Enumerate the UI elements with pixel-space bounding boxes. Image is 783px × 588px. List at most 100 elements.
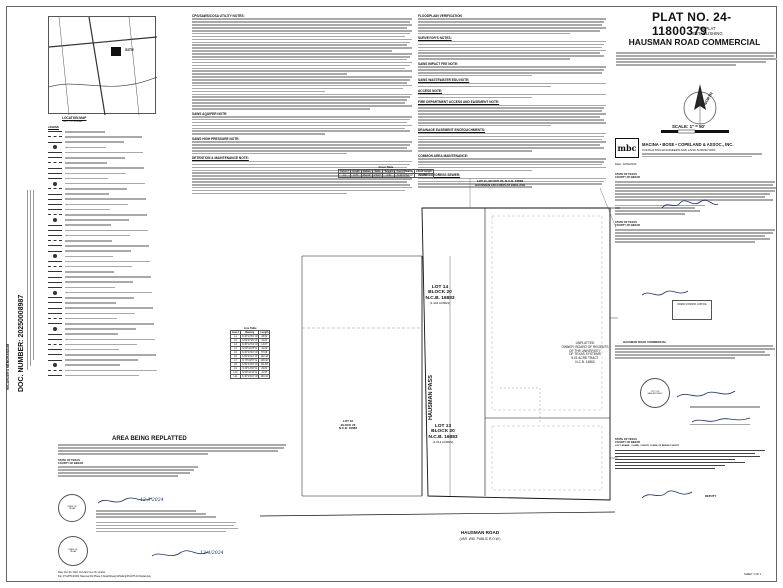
legend-item	[48, 285, 160, 290]
legend-text-line	[65, 182, 145, 185]
legend-symbol-icon	[48, 354, 62, 356]
fine-print-line	[192, 61, 412, 64]
notes-column-center: CPS/SAWS/COSA UTILITY NOTES: SAWS AQUIFE…	[192, 12, 414, 196]
fine-print-line	[418, 135, 605, 138]
legend-rows	[48, 129, 160, 378]
title-block-description	[616, 52, 778, 67]
engineer-signature	[151, 550, 209, 557]
legend-symbol-icon	[48, 188, 62, 190]
legend-symbol-icon	[53, 217, 57, 222]
legend-symbol-icon	[48, 312, 62, 314]
recorder-memo-text	[27, 190, 39, 390]
fine-print-line	[192, 118, 410, 121]
legend-item	[48, 243, 160, 248]
legend-text-line	[65, 172, 126, 175]
plat-drawing	[259, 178, 620, 517]
fine-print-line	[418, 93, 607, 96]
legend-symbol-icon	[48, 224, 62, 226]
legend-item	[48, 347, 160, 352]
fine-print-line	[192, 87, 403, 90]
legend-text-line	[65, 250, 131, 252]
legend-item	[48, 233, 160, 238]
fine-print-line	[192, 163, 410, 166]
fine-print-line	[192, 76, 412, 78]
legend-symbol-icon	[48, 333, 62, 335]
fire-notes-text	[418, 104, 608, 127]
legend-symbol-icon	[48, 271, 62, 273]
legend-text-line	[65, 146, 106, 149]
legend-text-line	[65, 214, 147, 216]
surveyor-notes-text	[418, 40, 608, 60]
legend-item	[48, 326, 160, 331]
impact-fee-notes-text	[418, 66, 608, 77]
legend-symbol-icon	[48, 245, 62, 247]
legend-item	[48, 171, 160, 176]
legend-symbol-icon	[48, 214, 62, 216]
legend-item	[48, 311, 160, 316]
footer-file-path: File: P:\\1875\\23\\00 Hausman Rd Phase …	[58, 576, 151, 578]
table-header-cell: Length	[258, 330, 271, 335]
table-cell: 2°8'27"	[371, 173, 384, 178]
fine-print-line	[192, 41, 410, 44]
fine-print-line	[192, 44, 408, 46]
table-header-cell: Line #	[230, 330, 241, 335]
fine-print-line	[192, 67, 406, 70]
doc-number: DOC. NUMBER: 20250008987	[18, 294, 25, 392]
fine-print-line	[192, 169, 412, 172]
fine-print-line	[192, 29, 412, 32]
fine-print-line	[192, 121, 408, 124]
legend-symbol-icon	[48, 157, 62, 159]
table-cell: N 30°13'54" W	[239, 334, 260, 339]
legend-text-line	[65, 198, 146, 201]
fine-print-line	[418, 169, 532, 172]
table-cell: 160.34'	[258, 374, 271, 379]
legend-item	[48, 300, 160, 305]
legend-text-line	[65, 203, 128, 206]
legend-symbol-icon	[48, 198, 62, 200]
legend-text-line	[65, 265, 132, 268]
location-map: SITE	[48, 16, 158, 116]
fine-print-line	[418, 24, 603, 26]
legend-item	[48, 321, 160, 326]
table-cell: 102.43'	[258, 354, 271, 359]
legend-text-line	[65, 255, 113, 258]
fine-print-line	[192, 70, 412, 73]
legend-item	[48, 337, 160, 342]
legend-item	[48, 342, 160, 347]
legend-text-line	[65, 286, 115, 289]
hausman-road-label: HAUSMAN ROAD	[460, 530, 500, 535]
fine-print-line	[192, 27, 408, 29]
legend-symbol-icon	[48, 281, 62, 283]
fine-print-line	[192, 186, 412, 189]
legend-text-line	[65, 369, 157, 372]
fine-print-line	[192, 64, 410, 67]
fine-print-line	[192, 124, 412, 127]
fine-print-line	[418, 66, 607, 68]
legend-text-line	[65, 359, 138, 361]
legend-item	[48, 186, 160, 191]
scale-label: SCALE: 1" = 50'	[672, 124, 706, 129]
fine-print-line	[192, 99, 408, 101]
legend-text-line	[65, 260, 150, 263]
deputy-label: DEPUTY	[705, 494, 717, 498]
legend-text-line	[65, 338, 155, 341]
legend-item	[48, 202, 160, 207]
fine-print-line	[418, 119, 605, 121]
legend-text-line	[65, 224, 111, 226]
wastewater-notes-text	[418, 82, 608, 88]
legend-text-line	[65, 167, 144, 169]
legend-item	[48, 249, 160, 254]
fine-print-line	[192, 79, 410, 81]
surveyor-sign-date: 12-3-2024	[140, 498, 164, 503]
table-cell: N 73°04'57" E	[239, 358, 260, 363]
legend-item	[48, 295, 160, 300]
legend-text-line	[65, 312, 135, 315]
fine-print-line	[418, 147, 605, 149]
legend-symbol-icon	[48, 250, 62, 252]
legend-symbol-icon	[48, 307, 62, 309]
